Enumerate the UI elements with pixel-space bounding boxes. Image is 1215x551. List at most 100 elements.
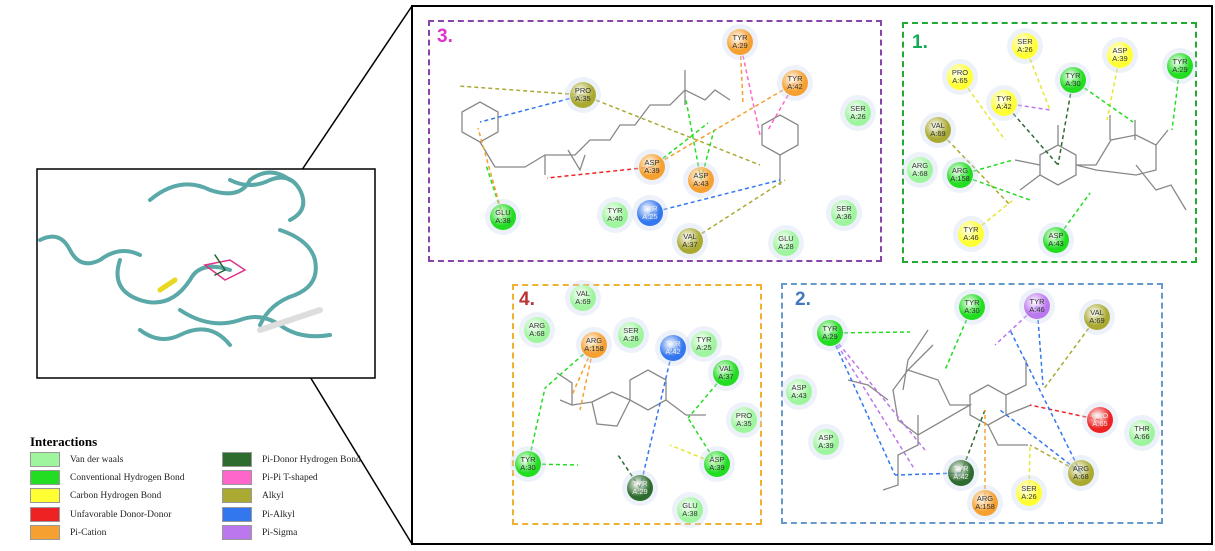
panel-4	[512, 284, 762, 525]
sigma-interaction-line	[829, 332, 916, 471]
residue-name: VAL	[1090, 308, 1104, 317]
residue-id: A:35	[736, 419, 752, 428]
hbond-interaction-line	[1072, 79, 1134, 123]
residue-name: ARG	[976, 494, 994, 503]
residue-id: A:40	[607, 214, 623, 223]
residue-name: GLU	[682, 501, 698, 510]
residue-name: TYR	[632, 479, 648, 488]
residue-name: ASP	[791, 383, 807, 392]
panel-number: 1.	[912, 32, 928, 53]
residue-id: A:65	[952, 76, 968, 85]
legend-swatch	[30, 452, 60, 467]
residue-id: A:46	[1029, 305, 1045, 314]
residue-name: PRO	[951, 68, 969, 77]
residue-name: TYR	[607, 206, 623, 215]
ligand-bond	[544, 70, 781, 185]
residue-id: A:39	[644, 166, 660, 175]
residue-id: A:30	[964, 306, 980, 315]
residue-name: ARG	[528, 321, 546, 330]
residue-name: TYR	[787, 74, 803, 83]
residue-name: SER	[1021, 484, 1037, 493]
pialkyl-interaction-line	[829, 332, 896, 476]
ligand-bond	[892, 369, 973, 436]
residue-name: ASP	[1112, 46, 1128, 55]
residue-id: A:43	[791, 391, 807, 400]
residue-id: A:29	[732, 41, 748, 50]
residue-id: A:26	[1021, 492, 1037, 501]
residue-id: A:42	[787, 82, 803, 91]
carbon-interaction-line	[959, 76, 1006, 141]
carbon-interaction-line	[1024, 45, 1051, 111]
residue-id: A:66	[1134, 432, 1150, 441]
zoom-box	[411, 5, 1213, 545]
legend-title: Interactions	[30, 434, 98, 449]
residue-id: A:68	[912, 169, 928, 178]
pialkyl-interaction-line	[649, 179, 781, 214]
residue-name: TYR	[822, 324, 838, 333]
residue-name: PRO	[1091, 411, 1109, 420]
panel-number: 4.	[519, 289, 535, 310]
residue-name: SER	[1017, 37, 1033, 46]
panel-number: 3.	[437, 26, 453, 47]
legend-swatch	[222, 470, 252, 485]
residue-name: TYR	[964, 298, 980, 307]
residue-id: A:28	[778, 242, 794, 251]
hbond-interaction-line	[829, 331, 911, 334]
legend-swatch	[30, 507, 60, 522]
residue-id: A:39	[818, 441, 834, 450]
residue-name: ARG	[1072, 464, 1090, 473]
ligand-structures	[461, 70, 1187, 491]
legend-label: Pi-Donor Hydrogen Bond	[262, 454, 361, 465]
residue-id: A:65	[1092, 419, 1108, 428]
residue-id: A:25	[642, 212, 658, 221]
residue-name: ASP	[818, 433, 834, 442]
residue-id: A:37	[682, 240, 698, 249]
ligand-bond	[761, 114, 799, 156]
legend-item-pialkyl: Pi-Alkyl	[222, 507, 295, 522]
residue-id: A:39	[1112, 54, 1128, 63]
residue-name: PRO	[735, 411, 753, 420]
legend-item-carbon: Carbon Hydrogen Bond	[30, 488, 161, 503]
legend-item-alkyl: Alkyl	[222, 488, 284, 503]
residue-name: SER	[623, 326, 639, 335]
residue-name: SER	[850, 104, 866, 113]
residue-name: TYR	[963, 225, 979, 234]
hbond-interaction-line	[651, 122, 709, 168]
legend-label: Pi-Alkyl	[262, 509, 295, 520]
residue-id: A:26	[1017, 45, 1033, 54]
legend-swatch	[222, 452, 252, 467]
legend-swatch	[30, 488, 60, 503]
residue-name: PRO	[574, 86, 592, 95]
residue-id: A:38	[495, 216, 511, 225]
residue-name: TYR	[665, 339, 681, 348]
ligand-bond	[479, 89, 731, 168]
unfav-interaction-line	[1029, 404, 1101, 421]
residue-name: THR	[1134, 424, 1150, 433]
residue-name: SER	[836, 204, 852, 213]
panel-2	[781, 283, 1163, 524]
